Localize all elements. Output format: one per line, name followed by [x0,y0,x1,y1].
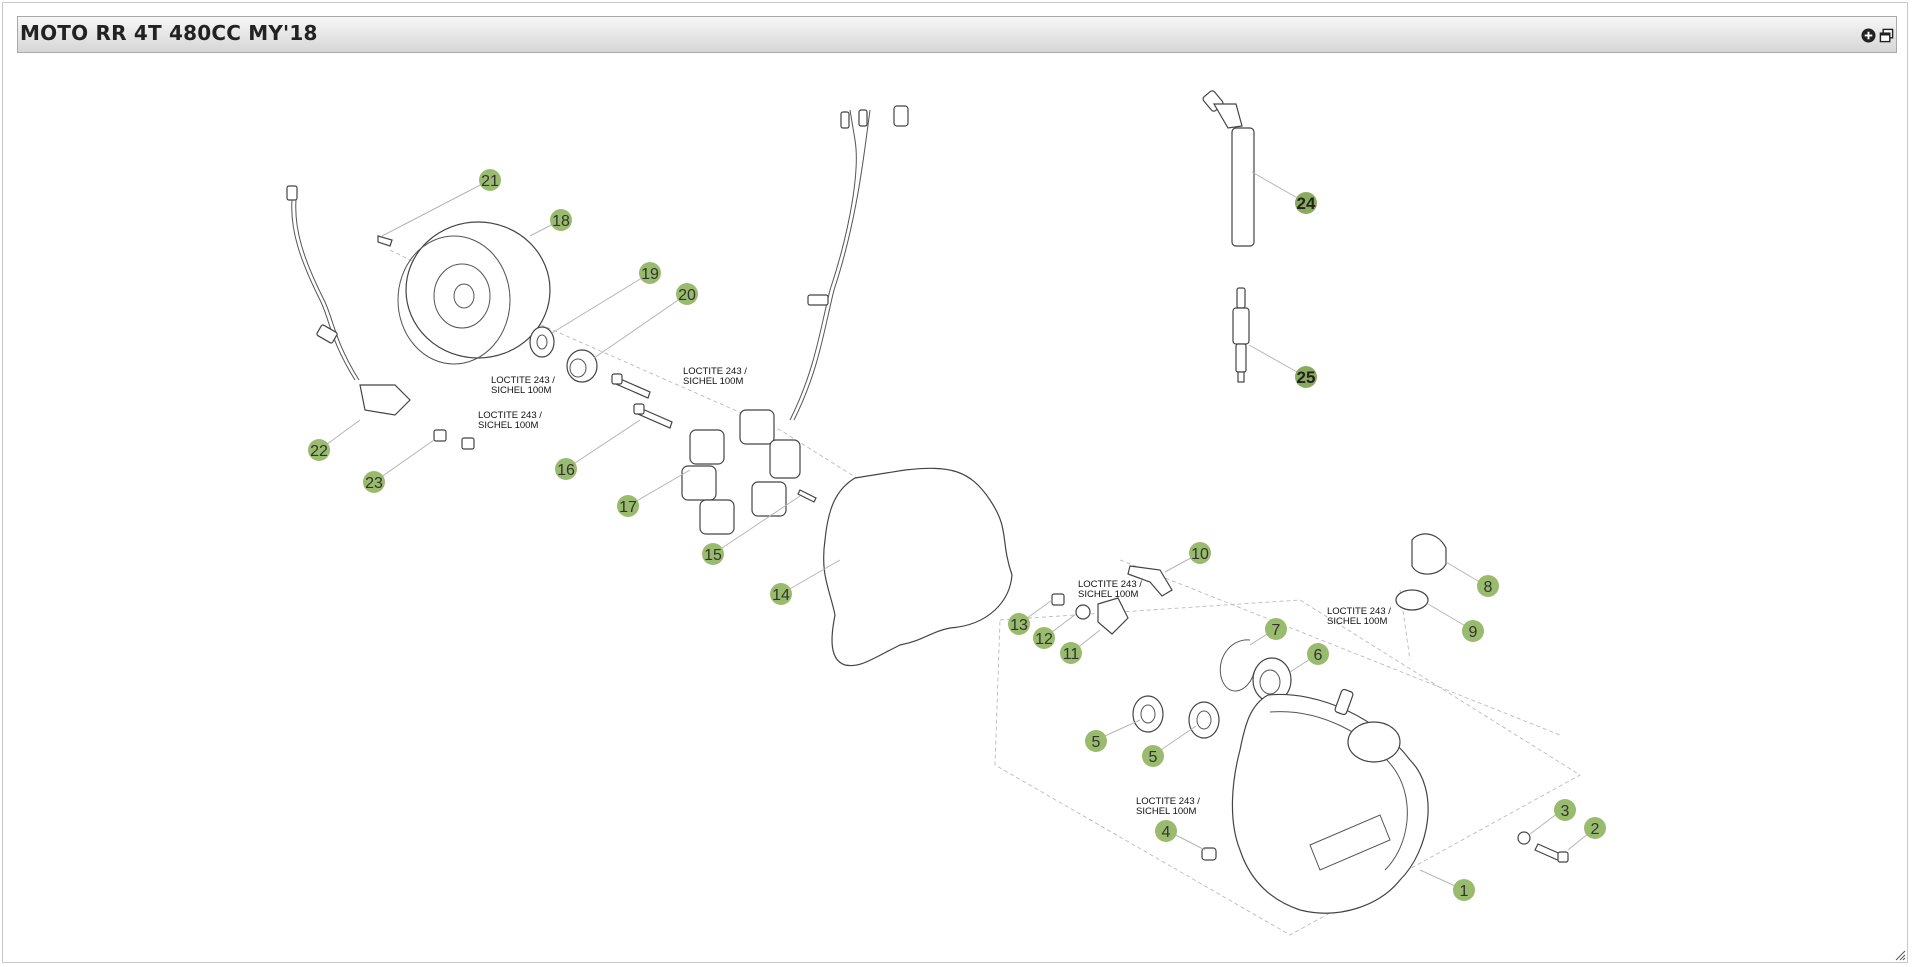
part-callout[interactable]: 12 [1033,627,1055,649]
svg-text:1: 1 [1460,883,1469,900]
part-callout[interactable]: 7 [1265,618,1287,640]
sensor-cover-drawing [1051,593,1129,635]
stator-drawing [681,105,909,535]
part-callout[interactable]: 4 [1155,820,1177,842]
loctite-note: LOCTITE 243 / SICHEL 100M [1327,606,1391,627]
part-callout[interactable]: 21 [479,169,501,191]
svg-text:17: 17 [619,499,637,516]
svg-text:LOCTITE 243 /: LOCTITE 243 / [478,410,542,421]
part-callout[interactable]: 5 [1085,730,1107,752]
cover-bolts-drawing [1201,831,1569,863]
svg-text:SICHEL 100M: SICHEL 100M [478,420,538,431]
part-callout[interactable]: 20 [676,283,698,305]
svg-text:6: 6 [1314,647,1323,664]
svg-text:20: 20 [678,287,696,304]
sensor-bolts-drawing [433,429,475,450]
part-callout[interactable]: 14 [770,583,792,605]
svg-text:SICHEL 100M: SICHEL 100M [1078,589,1138,600]
part-callout[interactable]: 22 [308,439,330,461]
svg-text:21: 21 [481,173,499,190]
part-callout[interactable]: 6 [1307,643,1329,665]
svg-text:LOCTITE 243 /: LOCTITE 243 / [1327,606,1391,617]
windows-icon[interactable] [1879,28,1894,43]
part-callout[interactable]: 24 [1295,192,1317,214]
svg-text:7: 7 [1272,622,1281,639]
part-callout[interactable]: 11 [1060,642,1082,664]
part-callout[interactable]: 5 [1142,745,1164,767]
svg-text:25: 25 [1297,368,1316,387]
svg-text:19: 19 [641,266,659,283]
part-callout[interactable]: 9 [1462,620,1484,642]
svg-text:10: 10 [1191,546,1209,563]
svg-text:5: 5 [1092,734,1101,751]
svg-text:24: 24 [1297,194,1316,213]
part-callout[interactable]: 18 [550,209,572,231]
part-callout[interactable]: 23 [363,471,385,493]
loctite-note: LOCTITE 243 / SICHEL 100M [478,410,542,431]
page-title: MOTO RR 4T 480CC MY'18 [20,21,318,45]
svg-text:SICHEL 100M: SICHEL 100M [1136,806,1196,817]
svg-text:5: 5 [1149,749,1158,766]
svg-text:SICHEL 100M: SICHEL 100M [683,376,743,387]
part-callout[interactable]: 2 [1584,817,1606,839]
flywheel-drawing [397,221,551,365]
part-callout[interactable]: 15 [702,543,724,565]
svg-text:16: 16 [557,462,575,479]
stator-bolts-drawing [611,373,673,429]
washer-drawing [529,326,555,358]
part-callout[interactable]: 25 [1295,366,1317,388]
part-callout[interactable]: 16 [555,458,577,480]
svg-text:15: 15 [704,547,722,564]
part-callout[interactable]: 19 [639,262,661,284]
svg-text:9: 9 [1469,624,1478,641]
svg-text:LOCTITE 243 /: LOCTITE 243 / [1136,796,1200,807]
loctite-note: LOCTITE 243 / SICHEL 100M [1136,796,1200,817]
part-callout[interactable]: 8 [1477,575,1499,597]
svg-text:2: 2 [1591,821,1600,838]
svg-text:12: 12 [1035,631,1053,648]
bracket-drawing [1127,565,1173,597]
svg-text:22: 22 [310,443,328,460]
spark-plug-drawing [1232,287,1250,383]
plus-circle-icon[interactable] [1861,28,1876,43]
part-callout[interactable]: 3 [1554,799,1576,821]
loctite-note: LOCTITE 243 / SICHEL 100M [1078,579,1142,600]
svg-text:8: 8 [1484,579,1493,596]
part-callout[interactable]: 17 [617,495,639,517]
part-callout[interactable]: 10 [1189,542,1211,564]
loctite-note: LOCTITE 243 / SICHEL 100M [491,375,555,396]
svg-text:LOCTITE 243 /: LOCTITE 243 / [683,366,747,377]
seals-drawing [1132,639,1292,739]
loctite-note: LOCTITE 243 / SICHEL 100M [683,366,747,387]
part-callout[interactable]: 1 [1453,879,1475,901]
svg-text:14: 14 [772,587,790,604]
woodruff-key-drawing [377,235,393,247]
svg-text:3: 3 [1561,803,1570,820]
svg-text:18: 18 [552,213,570,230]
resize-handle-icon[interactable] [1894,949,1906,961]
svg-text:4: 4 [1162,824,1171,841]
spark-plug-cap-drawing [1202,90,1255,247]
flywheel-nut-drawing [566,349,598,383]
svg-text:23: 23 [365,475,383,492]
svg-text:SICHEL 100M: SICHEL 100M [1327,616,1387,627]
svg-text:SICHEL 100M: SICHEL 100M [491,385,551,396]
panel-header: MOTO RR 4T 480CC MY'18 [17,16,1897,53]
svg-text:13: 13 [1010,617,1028,634]
ignition-cover-drawing [1231,688,1429,914]
svg-text:11: 11 [1063,646,1080,663]
pickup-sensor-drawing [286,185,411,416]
filler-cap-drawing [1395,533,1447,611]
gasket-drawing [823,467,1013,667]
svg-text:LOCTITE 243 /: LOCTITE 243 / [491,375,555,386]
svg-text:LOCTITE 243 /: LOCTITE 243 / [1078,579,1142,590]
part-callout[interactable]: 13 [1008,613,1030,635]
